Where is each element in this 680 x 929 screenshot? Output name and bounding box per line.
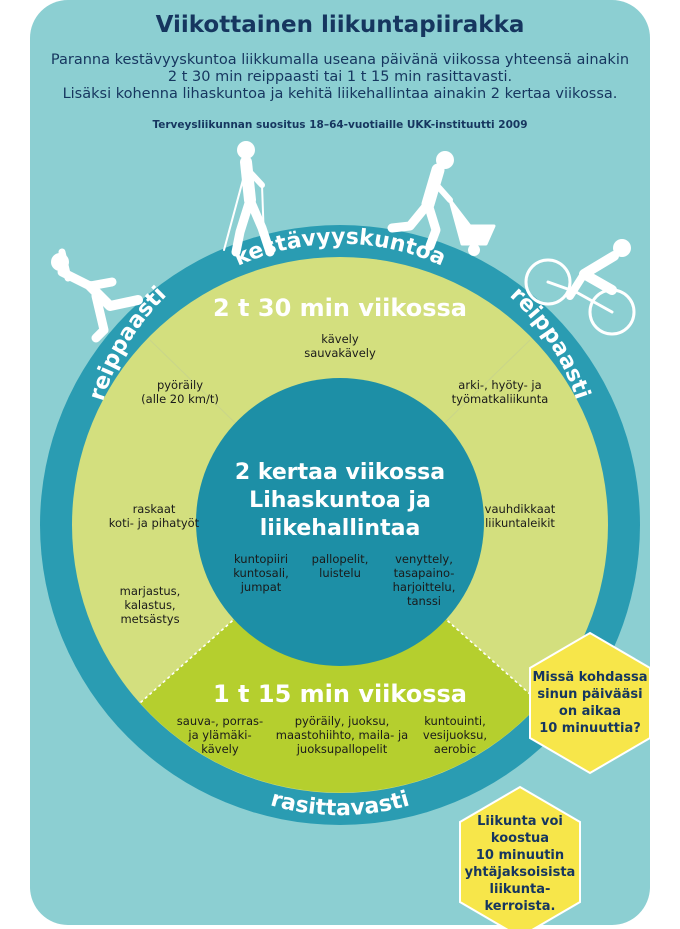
activity-label: vauhdikkaat liikuntaleikit (484, 502, 556, 530)
center-heading: 2 kertaa viikossa (234, 460, 446, 485)
intro-line: 2 t 30 min reippaasti tai 1 t 15 min ras… (167, 69, 513, 85)
activity-label: arki-, hyöty- ja työmatkaliikunta (451, 378, 549, 406)
hexagon-tip (459, 785, 581, 929)
intro-text: Paranna kestävyyskuntoa liikkumalla usea… (40, 52, 640, 103)
hexagon-tip-text: Liikunta voi koostua 10 minuutin yhtäjak… (464, 814, 576, 914)
wheelbarrow-worker-icon (387, 151, 496, 256)
intro-line: Paranna kestävyyskuntoa liikkumalla usea… (50, 52, 630, 68)
activity-label: kuntopiiri kuntosali, jumpat (233, 552, 289, 594)
intro-line: Lisäksi kohenna lihaskuntoa ja kehitä li… (62, 86, 618, 102)
page-title: Viikottainen liikuntapiirakka (155, 12, 525, 38)
center-subheading: liikehallintaa (259, 516, 421, 541)
activity-label: pyöräily (alle 20 km/t) (141, 378, 219, 406)
activity-label: kävely sauvakävely (304, 332, 376, 360)
runner-icon (51, 248, 143, 343)
activity-label: pallopelit, luistelu (311, 552, 369, 580)
activity-label: raskaat koti- ja pihatyöt (108, 502, 200, 530)
source-note: Terveysliikunnan suositus 18–64-vuotiail… (152, 119, 528, 131)
center-circle (196, 378, 484, 666)
cyclist-icon (524, 239, 636, 336)
activity-label: sauva-, porras- ja ylämäki- kävely (176, 714, 264, 756)
activity-label: kuntouinti, vesijuoksu, aerobic (422, 714, 488, 756)
center-subheading: Lihaskuntoa ja (249, 488, 431, 513)
vigorous-heading: 1 t 15 min viikossa (213, 680, 467, 708)
hexagon-question (529, 631, 651, 775)
activity-label: venyttely, tasapaino- harjoittelu, tanss… (392, 552, 456, 608)
brisk-heading: 2 t 30 min viikossa (213, 294, 467, 322)
hexagon-question-text: Missä kohdassa sinun päivääsi on aikaa 1… (532, 670, 648, 736)
activity-label: marjastus, kalastus, metsästys (119, 584, 181, 626)
nordic-walker-icon (223, 141, 275, 257)
activity-label: pyöräily, juoksu, maastohiihto, maila- j… (275, 714, 409, 756)
